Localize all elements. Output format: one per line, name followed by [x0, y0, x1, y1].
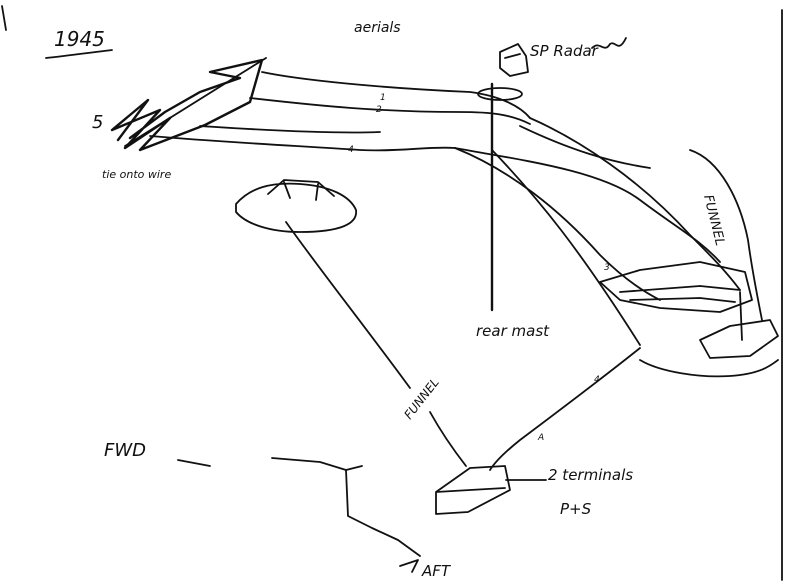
mast-platform	[477, 87, 523, 101]
wire-from-mast-to-right	[491, 149, 641, 346]
wire-label-4b: 4	[594, 375, 600, 385]
year-underline	[45, 49, 113, 59]
aerials-label: aerials	[354, 20, 401, 36]
p-plus-s-label: P+S	[560, 500, 592, 518]
aerial-wire-1	[261, 71, 531, 119]
right-deck-arc	[639, 359, 779, 378]
sp-radar-label: SP Radar	[530, 42, 599, 60]
radar-squiggle	[591, 37, 627, 49]
funnel-right-edge	[689, 149, 763, 321]
aerial-wire-4	[199, 125, 381, 134]
aft-arrow	[399, 559, 419, 573]
sp-radar-antenna	[499, 43, 529, 77]
terminal-box	[435, 465, 511, 515]
two-terminals-label: 2 terminals	[548, 466, 633, 484]
hull-fwd-dash	[177, 459, 211, 467]
funnel-right-lead	[739, 291, 743, 341]
hull-outline-right	[345, 465, 363, 471]
wire-label-2: 2	[376, 105, 382, 115]
right-deck-plate	[699, 319, 779, 359]
aft-label: AFT	[421, 562, 452, 580]
funnel-bottom-lead	[429, 411, 467, 467]
number-5-label: 5	[92, 112, 103, 133]
left-edge-mark	[1, 5, 7, 31]
wire-bundle-side	[519, 125, 651, 169]
funnel-right-label: FUNNEL	[700, 193, 727, 247]
aerial-yard-left	[110, 58, 264, 152]
tie-onto-wire-label: tie onto wire	[102, 168, 171, 181]
fwd-label: FWD	[104, 440, 146, 461]
wire-bundle-top	[454, 147, 721, 263]
wire-label-1: 1	[380, 93, 386, 103]
wire-to-terminals	[489, 347, 641, 471]
rear-mast-label: rear mast	[476, 322, 550, 340]
year-label: 1945	[54, 27, 105, 51]
wire-label-a: A	[537, 433, 544, 443]
funnel-right-inner	[619, 285, 741, 303]
aerial-yard-spar	[124, 57, 267, 147]
lifeboat-lead	[285, 221, 411, 389]
aerial-wire-3	[149, 135, 456, 152]
wire-label-3: 3	[604, 263, 610, 273]
hull-outline	[271, 457, 421, 557]
funnel-right-structure	[599, 261, 753, 313]
wire-bundle-mid	[454, 147, 661, 301]
lifeboat-housing	[235, 182, 357, 233]
funnel-bottom-label: FUNNEL	[401, 375, 442, 421]
lifeboat-cabin	[267, 179, 335, 201]
wire-label-4: 4	[348, 145, 354, 155]
aerial-wire-2	[249, 97, 531, 125]
